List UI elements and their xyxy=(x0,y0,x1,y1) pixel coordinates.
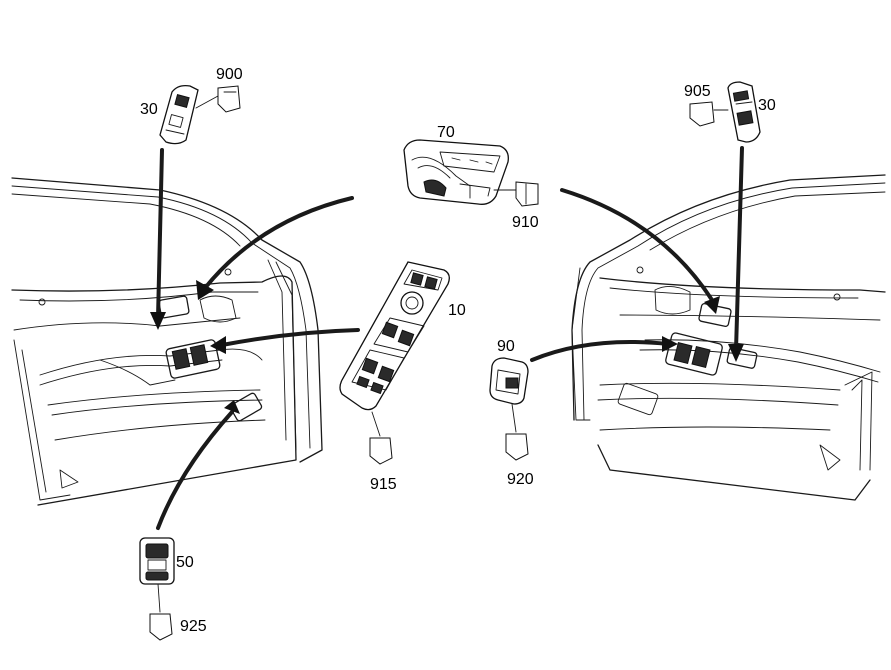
arrow-head xyxy=(150,312,166,330)
label-910: 910 xyxy=(512,214,539,231)
arrow-head xyxy=(728,344,744,362)
connector-920 xyxy=(505,403,529,461)
connector-925 xyxy=(149,583,173,641)
label-70: 70 xyxy=(437,124,455,141)
part-10-window-switch-panel[interactable] xyxy=(339,261,450,411)
label-905: 905 xyxy=(684,83,711,100)
label-915: 915 xyxy=(370,476,397,493)
arrow-head xyxy=(196,280,214,300)
left-door-panel xyxy=(11,177,323,506)
arrow-head xyxy=(662,336,678,352)
part-50-switch[interactable] xyxy=(139,537,175,585)
label-90: 90 xyxy=(497,338,515,355)
label-10: 10 xyxy=(448,302,466,319)
arrow-head xyxy=(210,336,226,354)
label-920: 920 xyxy=(507,471,534,488)
right-door-panel xyxy=(571,174,886,501)
label-30-right: 30 xyxy=(758,97,776,114)
arrow-head xyxy=(704,296,720,314)
connector-900 xyxy=(195,85,241,113)
part-30-right-switch[interactable] xyxy=(727,81,761,143)
part-90-switch[interactable] xyxy=(489,357,529,405)
part-30-left-switch[interactable] xyxy=(159,84,199,145)
part-70-seat-switch[interactable] xyxy=(403,139,509,205)
connector-905 xyxy=(689,101,729,127)
label-50: 50 xyxy=(176,554,194,571)
label-30-left: 30 xyxy=(140,101,158,118)
connector-915 xyxy=(369,411,393,465)
callout-arrows xyxy=(150,146,744,530)
label-925: 925 xyxy=(180,618,207,635)
label-900: 900 xyxy=(216,66,243,83)
connector-910 xyxy=(493,181,539,207)
arrow-head xyxy=(224,400,240,414)
